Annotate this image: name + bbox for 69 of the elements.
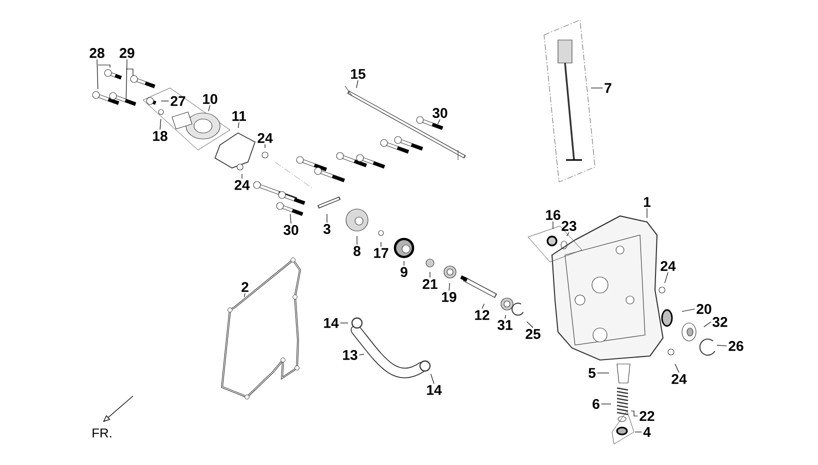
leader-line [716, 344, 728, 346]
callout-number: 11 [232, 111, 246, 121]
leader-line [244, 293, 246, 298]
leader-line [238, 122, 240, 128]
callout-number: 30 [284, 225, 298, 235]
callout-number: 14 [324, 318, 339, 328]
leader-line [674, 364, 680, 373]
leader-line [448, 282, 450, 291]
callout-number: 20 [696, 304, 712, 314]
leader-line [438, 119, 440, 124]
leader-line [356, 236, 358, 245]
direction-label: FR. [92, 428, 112, 438]
callout-number: 3 [323, 224, 330, 234]
callout-number: 21 [422, 279, 438, 289]
leader-line [96, 59, 110, 90]
callout-number: 24 [258, 133, 273, 143]
leader-line [430, 374, 434, 384]
callout-number: 12 [475, 310, 490, 320]
callout-number: 24 [234, 180, 250, 190]
leader-line [704, 322, 712, 328]
leader-line [340, 322, 348, 324]
callout-number: 15 [351, 69, 366, 79]
leader-line [526, 321, 534, 328]
leader-line [597, 372, 610, 374]
callout-number: 6 [592, 399, 600, 409]
callout-number: 19 [442, 292, 456, 302]
leader-line [356, 80, 358, 88]
leader-line [126, 59, 134, 100]
callout-number: 17 [374, 248, 388, 258]
leader-line [264, 144, 266, 148]
leader-line [682, 308, 696, 312]
leader-line [646, 208, 648, 218]
leader-line [326, 214, 328, 223]
leader-line [552, 221, 554, 230]
callout-number: 5 [588, 368, 596, 378]
callout-number: 25 [526, 329, 540, 339]
callout-number: 14 [427, 385, 442, 395]
callout-number: 9 [400, 267, 408, 277]
leader-line [358, 354, 364, 356]
callout-number: 4 [643, 427, 651, 437]
leader-line [664, 272, 668, 284]
callout-number: 29 [120, 48, 134, 58]
callout-number: 2 [242, 282, 248, 292]
callout-number: 22 [640, 411, 654, 421]
leader-line [160, 118, 162, 130]
callout-number: 30 [432, 108, 448, 118]
callout-number: 1 [644, 197, 651, 207]
leader-line [380, 242, 382, 248]
leader-line [630, 410, 638, 416]
leader-line [504, 314, 506, 319]
leader-line [208, 105, 210, 112]
callout-number: 13 [343, 350, 358, 360]
callout-number: 23 [562, 221, 576, 231]
callout-number: 27 [170, 96, 186, 106]
callout-number: 10 [203, 94, 218, 104]
leader-line [160, 100, 170, 102]
leader-line [290, 214, 292, 224]
callout-number: 16 [546, 210, 560, 220]
callout-number: 28 [90, 48, 104, 58]
callout-number: 32 [712, 317, 728, 327]
leader-line [566, 232, 570, 236]
leader-line [482, 304, 484, 309]
callout-number: 24 [660, 261, 676, 271]
callout-number: 31 [498, 320, 512, 330]
callout-number: 7 [604, 83, 612, 93]
callout-number: 8 [354, 246, 360, 256]
callout-number: 18 [153, 131, 168, 141]
callout-number: 26 [728, 341, 744, 351]
callout-number: 24 [672, 374, 687, 384]
